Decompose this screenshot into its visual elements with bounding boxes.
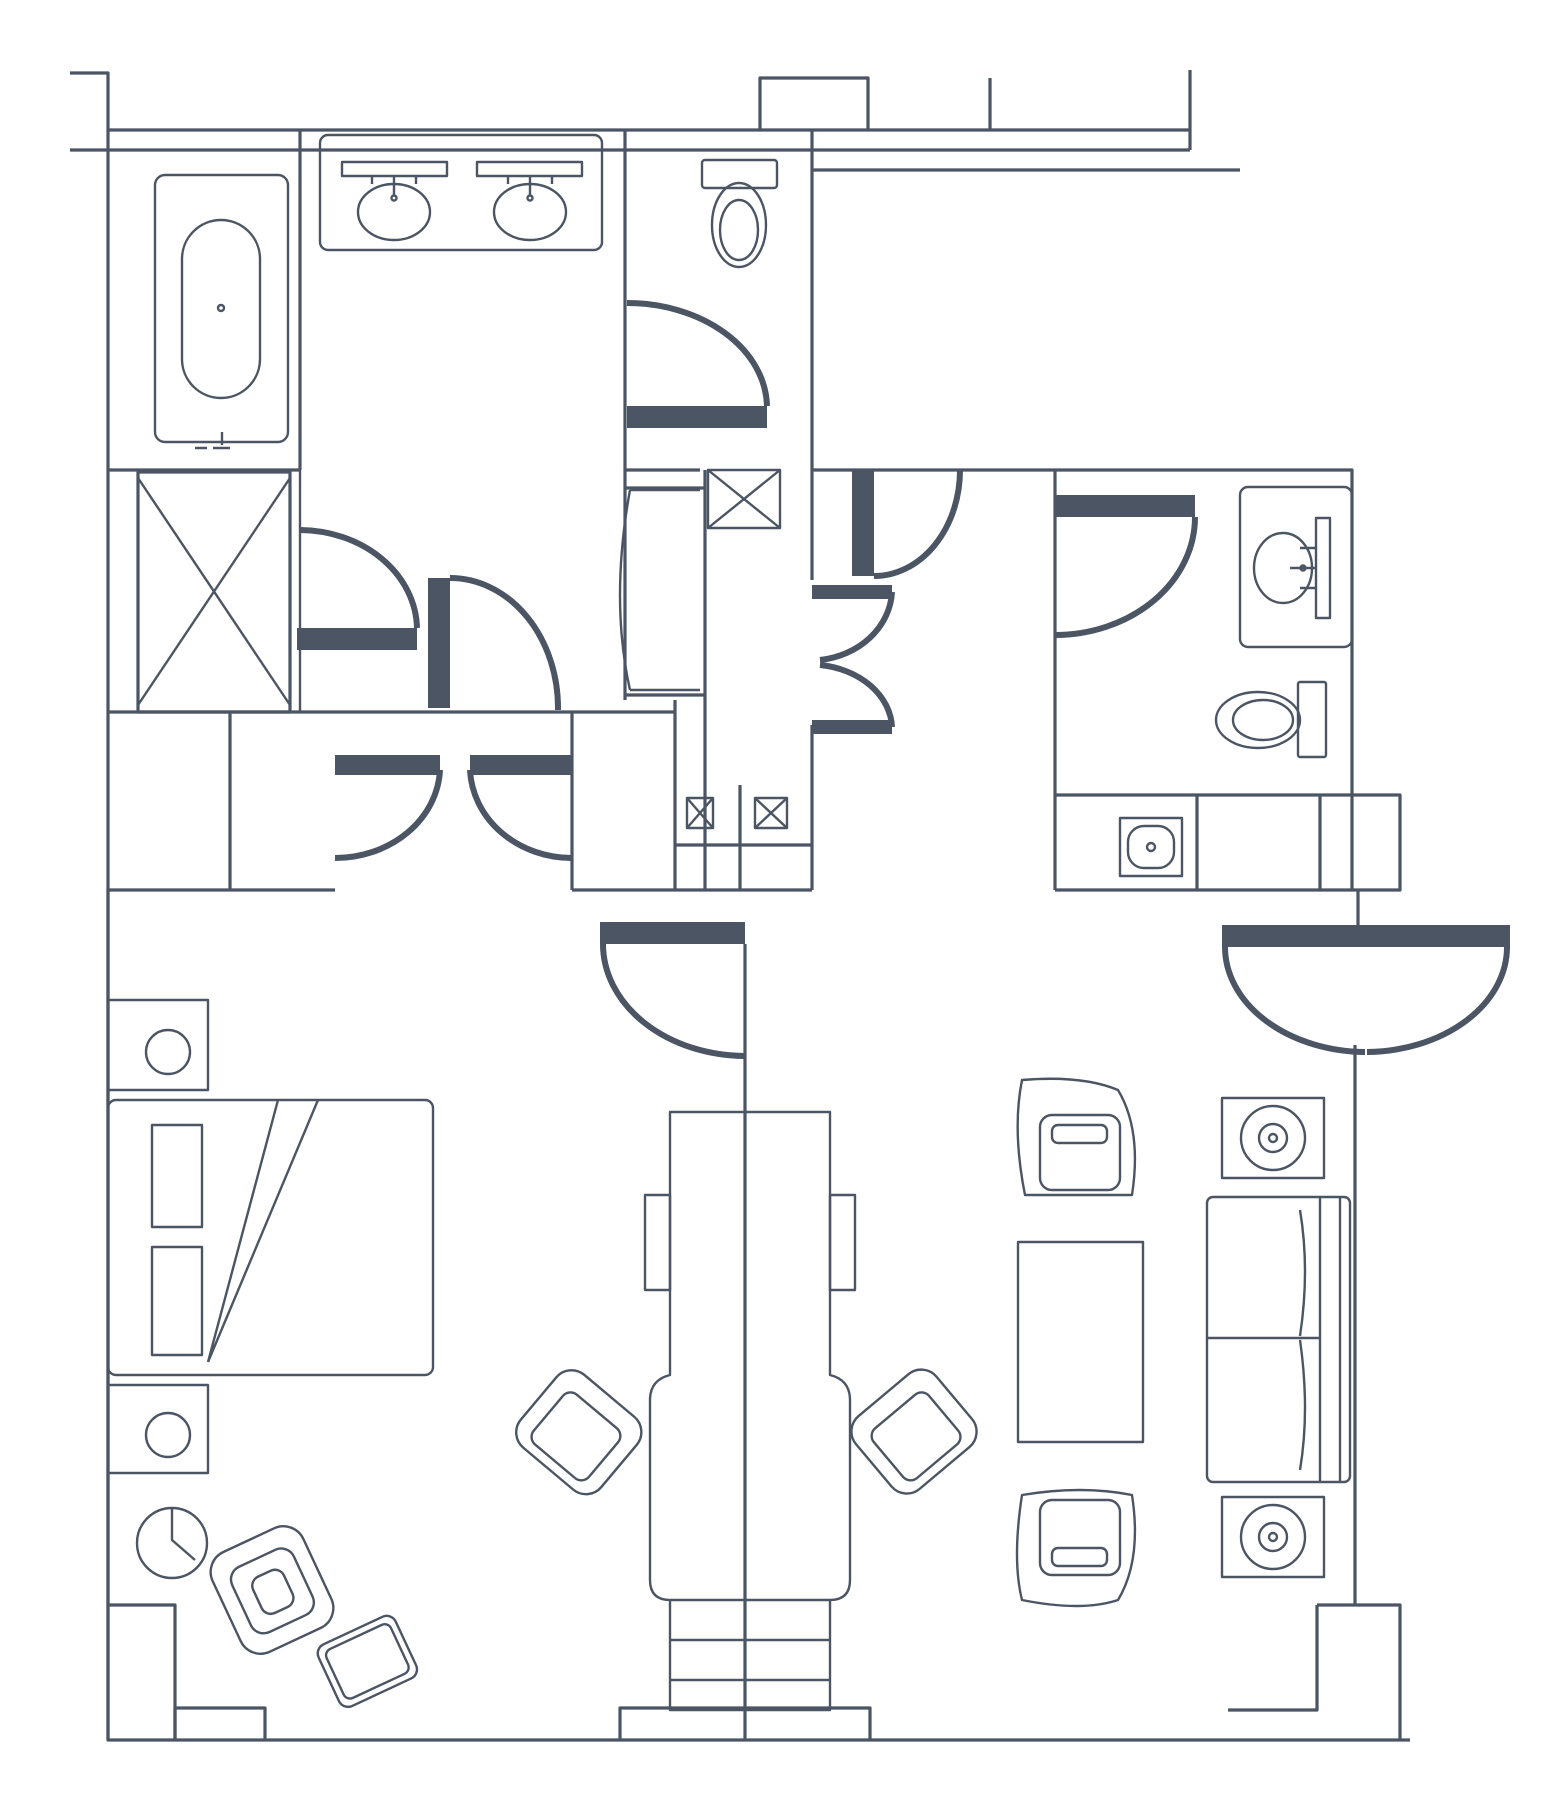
armchair-icon — [1016, 1077, 1137, 1197]
balcony-door — [1222, 925, 1510, 1055]
door-bath — [428, 575, 562, 711]
dining-chair-icon — [850, 1368, 978, 1495]
sink-icon — [340, 160, 449, 242]
door-wc — [626, 300, 770, 428]
bathtub-icon — [153, 173, 290, 450]
toilet-icon — [700, 158, 779, 269]
door-shower — [297, 527, 420, 650]
side-table-icon — [1220, 1495, 1326, 1579]
side-table-icon — [1220, 1096, 1326, 1180]
bedroom-door — [600, 922, 747, 1740]
ottoman-icon — [316, 1614, 419, 1709]
kitchenette-sink-icon — [1118, 816, 1184, 878]
door-entry — [852, 469, 963, 579]
dining-table-icon — [643, 1110, 857, 1712]
door-closet — [812, 585, 895, 734]
toilet-icon — [1214, 680, 1328, 759]
lamp-table-icon — [135, 1506, 209, 1580]
door-powder — [1054, 495, 1198, 638]
nightstand-icon — [106, 998, 210, 1092]
sink-icon — [1252, 516, 1332, 620]
nightstand-icon — [106, 1383, 210, 1475]
sofa-icon — [1205, 1195, 1352, 1484]
door-closet — [334, 755, 573, 862]
armchair-icon — [209, 1525, 335, 1655]
closet-area — [108, 468, 814, 892]
bed-icon — [106, 1098, 435, 1377]
armchair-icon — [1015, 1488, 1137, 1608]
exterior-walls — [70, 70, 1410, 1742]
powder-room — [812, 468, 1402, 925]
sink-icon — [475, 160, 584, 242]
dining-chair-icon — [515, 1369, 643, 1496]
coffee-table-icon — [1016, 1240, 1145, 1444]
